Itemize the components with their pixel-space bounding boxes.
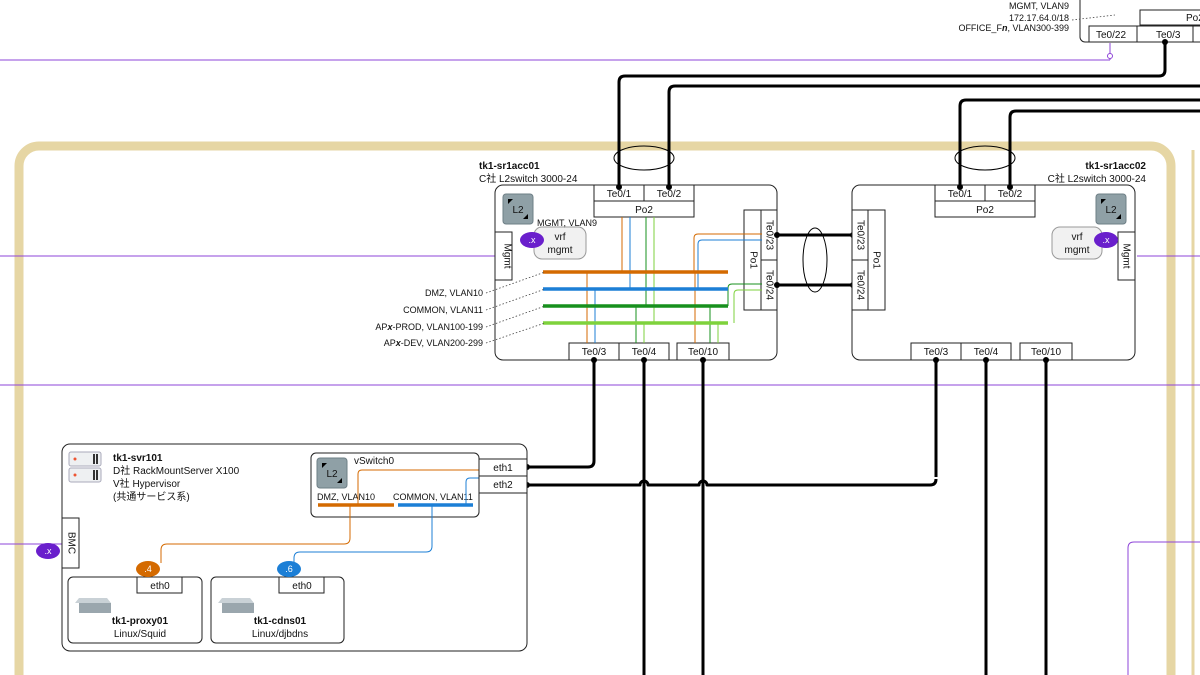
svg-text:BMC: BMC bbox=[65, 532, 76, 554]
svg-text:L2: L2 bbox=[1105, 205, 1117, 216]
vlan-label-common: COMMON, VLAN11 bbox=[403, 305, 483, 315]
svg-text:.6: .6 bbox=[285, 564, 293, 574]
sw2-name: tk1-sr1acc02 bbox=[1085, 161, 1146, 172]
vm1-ip-badge bbox=[136, 561, 160, 577]
rack-server-icon bbox=[68, 451, 102, 483]
svg-text:vrf: vrf bbox=[554, 232, 565, 243]
svg-text:L2: L2 bbox=[326, 469, 338, 480]
top-port-te0-22-label: Te0/22 bbox=[1096, 30, 1126, 41]
svg-text:eth2: eth2 bbox=[493, 480, 513, 491]
sw1-name: tk1-sr1acc01 bbox=[479, 161, 540, 172]
svg-text:Mgmt: Mgmt bbox=[501, 244, 512, 269]
sw1-ip-badge bbox=[520, 232, 544, 248]
zone-border bbox=[14, 141, 1176, 675]
svg-text:eth0: eth0 bbox=[292, 581, 312, 592]
svg-text:Te0/10: Te0/10 bbox=[1031, 347, 1061, 358]
svg-text:Te0/2: Te0/2 bbox=[998, 189, 1023, 200]
server-bmc-ip-badge bbox=[36, 543, 60, 559]
sw2-model: C社 L2switch 3000-24 bbox=[1048, 172, 1147, 185]
vm2-os: Linux/djbdns bbox=[252, 629, 308, 640]
svg-text:.x: .x bbox=[528, 235, 536, 245]
vlan-labels: DMZ, VLAN10 COMMON, VLAN11 APx-PROD, VLA… bbox=[375, 271, 546, 348]
svg-text:Te0/1: Te0/1 bbox=[948, 189, 973, 200]
top-switch: Po2 Te0/22 Te0/3 MGMT, VLAN9 172.17.64.0… bbox=[958, 0, 1200, 43]
uplink-cables bbox=[613, 42, 1200, 187]
svg-text:eth1: eth1 bbox=[493, 463, 513, 474]
svg-text:Te0/10: Te0/10 bbox=[688, 347, 718, 358]
svg-text:Te0/3: Te0/3 bbox=[582, 347, 607, 358]
vm1-os: Linux/Squid bbox=[114, 629, 166, 640]
svg-text:Te0/2: Te0/2 bbox=[657, 189, 682, 200]
svg-text:Mgmt: Mgmt bbox=[1120, 244, 1131, 269]
top-subnet-label: 172.17.64.0/18 bbox=[1009, 13, 1069, 23]
svg-text:mgmt: mgmt bbox=[548, 245, 573, 256]
vlan-label-prod: APx-PROD, VLAN100-199 bbox=[375, 322, 483, 332]
vm2-name: tk1-cdns01 bbox=[254, 616, 307, 627]
svg-text:Te0/24: Te0/24 bbox=[854, 270, 865, 300]
top-port-te0-3-label: Te0/3 bbox=[1156, 30, 1181, 41]
vm1-nic-eth0[interactable] bbox=[136, 576, 183, 594]
sw1-model: C社 L2switch 3000-24 bbox=[479, 172, 578, 185]
vswitch-vlan-common: COMMON, VLAN11 bbox=[393, 492, 473, 502]
svg-text:Te0/4: Te0/4 bbox=[632, 347, 657, 358]
downlink-cables bbox=[524, 357, 1049, 675]
vlan-label-dev: APx-DEV, VLAN200-299 bbox=[384, 338, 483, 348]
svg-text:Te0/1: Te0/1 bbox=[607, 189, 632, 200]
inter-switch-links bbox=[774, 227, 856, 293]
svg-text:vrf: vrf bbox=[1071, 232, 1082, 243]
sw1-mgmt-vlan: MGMT, VLAN9 bbox=[537, 218, 597, 228]
vm2-ip-badge bbox=[277, 561, 301, 577]
vm-tk1-proxy01: eth0 .4 tk1-proxy01 Linux/Squid bbox=[67, 561, 203, 644]
svg-text:Te0/23: Te0/23 bbox=[854, 220, 865, 250]
svg-text:Te0/4: Te0/4 bbox=[974, 347, 999, 358]
vm-server-icon bbox=[75, 598, 111, 613]
vm2-nic-eth0[interactable] bbox=[278, 576, 325, 594]
svg-text:.x: .x bbox=[44, 546, 52, 556]
svg-text:eth0: eth0 bbox=[150, 581, 170, 592]
svg-text:mgmt: mgmt bbox=[1065, 245, 1090, 256]
switch-tk1-sr1acc02: tk1-sr1acc02 C社 L2switch 3000-24 Te0/1 T… bbox=[851, 161, 1147, 361]
sw1-po2 bbox=[593, 200, 695, 218]
vm1-name: tk1-proxy01 bbox=[112, 616, 169, 627]
top-office-label: OFFICE_Fn, VLAN300-399 bbox=[958, 23, 1069, 33]
svg-text:(共通サービス系): (共通サービス系) bbox=[113, 491, 190, 503]
svg-text:D社 RackMountServer X100: D社 RackMountServer X100 bbox=[113, 464, 240, 477]
sw1-vlan-wiring bbox=[543, 217, 762, 343]
svg-text:Te0/23: Te0/23 bbox=[763, 220, 774, 250]
vm-tk1-cdns01: eth0 .6 tk1-cdns01 Linux/djbdns bbox=[210, 561, 345, 644]
svg-text:Po1: Po1 bbox=[747, 251, 758, 269]
svg-text:V社 Hypervisor: V社 Hypervisor bbox=[113, 477, 181, 490]
server-bmc-port[interactable] bbox=[61, 517, 80, 569]
sw1-mgmt-port[interactable] bbox=[494, 231, 513, 281]
server-name: tk1-svr101 bbox=[113, 453, 163, 464]
svg-text:.x: .x bbox=[1102, 235, 1110, 245]
vswitch-vlan-dmz: DMZ, VLAN10 bbox=[317, 492, 375, 502]
sw2-mgmt-port[interactable] bbox=[1117, 231, 1136, 281]
svg-text:L2: L2 bbox=[512, 205, 524, 216]
svg-text:Po2: Po2 bbox=[976, 205, 994, 216]
sw2-po1 bbox=[867, 209, 886, 311]
sw2-po2 bbox=[934, 200, 1036, 218]
top-switch-po: Po2 bbox=[1186, 13, 1200, 24]
svg-text:Te0/3: Te0/3 bbox=[924, 347, 949, 358]
top-mgmt-label: MGMT, VLAN9 bbox=[1009, 1, 1069, 11]
vswitch-name: vSwitch0 bbox=[354, 456, 394, 467]
svg-text:.4: .4 bbox=[144, 564, 152, 574]
server-nic-eth2[interactable] bbox=[478, 475, 528, 494]
svg-text:Po2: Po2 bbox=[635, 205, 653, 216]
vm-server-icon bbox=[218, 598, 254, 613]
sw2-ip-badge bbox=[1094, 232, 1118, 248]
svg-text:Po1: Po1 bbox=[870, 251, 881, 269]
port-dots bbox=[616, 39, 1168, 190]
svg-text:Te0/24: Te0/24 bbox=[763, 270, 774, 300]
vlan-label-dmz: DMZ, VLAN10 bbox=[425, 288, 483, 298]
